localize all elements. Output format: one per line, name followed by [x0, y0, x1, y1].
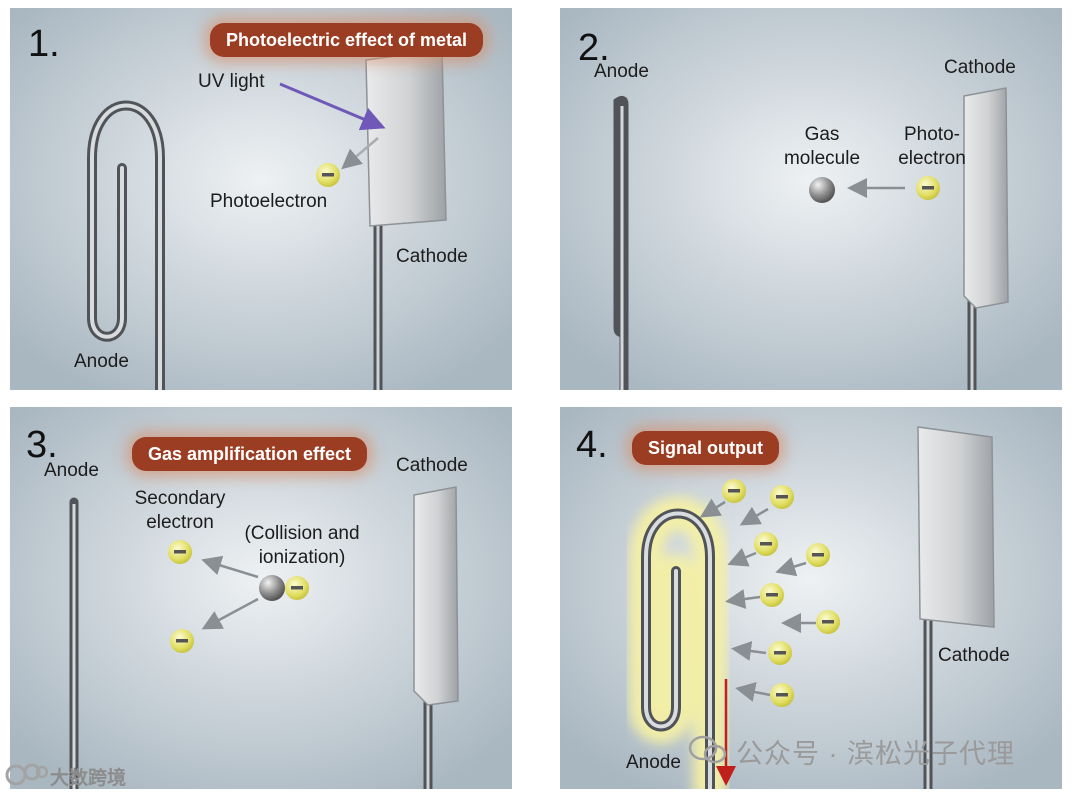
gas-molecule: [259, 575, 285, 601]
step-number: 1.: [28, 24, 60, 64]
cathode-label: Cathode: [938, 644, 1010, 668]
anode-label: Anode: [74, 350, 129, 374]
uv-light-label: UV light: [198, 70, 265, 94]
wechat-icon: [688, 732, 728, 766]
cathode-plate: [414, 487, 458, 705]
gas-molecule: [809, 177, 835, 203]
panel-2: 2. Anode Cathode Gas molecule Photo- ele…: [560, 8, 1062, 390]
anode-label: Anode: [594, 60, 649, 84]
step-banner: Signal output: [632, 431, 779, 465]
cathode-label: Cathode: [396, 454, 468, 478]
secondary-electron-1: [168, 540, 192, 564]
photoelectron-label: Photoelectron: [210, 190, 327, 214]
photoelectron-particle: [316, 163, 340, 187]
photoelectron-label: Photo- electron: [882, 123, 982, 171]
collision-label-line-1: (Collision and: [222, 522, 382, 546]
photo-label-line-1: Photo-: [882, 123, 982, 147]
secondary-electron-2: [170, 629, 194, 653]
cathode-plate: [964, 88, 1008, 308]
step-number: 4.: [576, 425, 608, 465]
collision-label: (Collision and ionization): [222, 522, 382, 570]
gas-label-line-1: Gas: [772, 123, 872, 147]
step-banner: Photoelectric effect of metal: [210, 23, 483, 57]
cathode-label: Cathode: [944, 56, 1016, 80]
cathode-label: Cathode: [396, 245, 468, 269]
watermark-left: 大数跨境: [50, 763, 126, 790]
collision-label-line-2: ionization): [222, 546, 382, 570]
anode-label: Anode: [44, 459, 99, 483]
photo-label-line-2: electron: [882, 147, 982, 171]
gas-label-line-2: molecule: [772, 147, 872, 171]
gas-molecule-label: Gas molecule: [772, 123, 872, 171]
photoelectron-particle: [916, 176, 940, 200]
anode-label: Anode: [626, 751, 681, 775]
cathode-plate: [918, 427, 994, 627]
incoming-electron: [285, 576, 309, 600]
panel-1: 1. Photoelectric effect of metal UV ligh…: [10, 8, 512, 390]
watermark-logo-icon: [4, 760, 48, 790]
secondary-label-line-1: Secondary: [120, 487, 240, 511]
watermark-right: 公众号 · 滨松光子代理: [736, 732, 1015, 771]
panel-3: 3. Anode Gas amplification effect Cathod…: [10, 407, 512, 789]
step-banner: Gas amplification effect: [132, 437, 367, 471]
